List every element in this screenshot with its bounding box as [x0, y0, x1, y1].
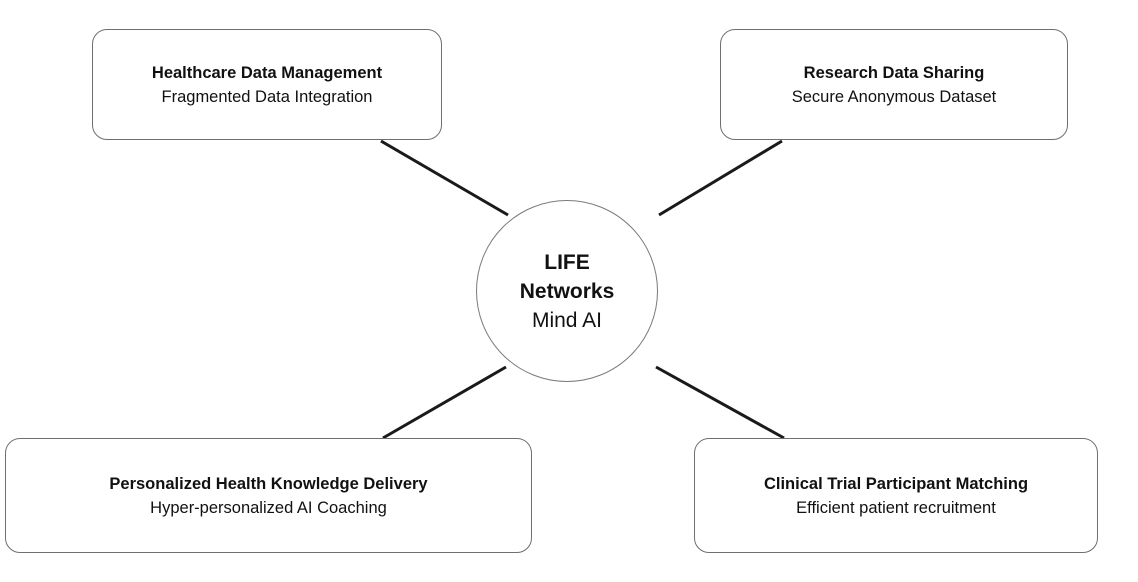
node-title: Personalized Health Knowledge Delivery	[109, 474, 428, 493]
hub-line-1: LIFE	[544, 250, 590, 274]
node-subtitle: Hyper-personalized AI Coaching	[150, 498, 387, 517]
node-subtitle: Fragmented Data Integration	[161, 87, 373, 106]
node-research-data-sharing: Research Data Sharing Secure Anonymous D…	[720, 29, 1068, 140]
node-clinical-trial-participant-matching: Clinical Trial Participant Matching Effi…	[694, 438, 1098, 553]
node-healthcare-data-management: Healthcare Data Management Fragmented Da…	[92, 29, 442, 140]
node-subtitle: Efficient patient recruitment	[796, 498, 996, 517]
hub-line-2: Networks	[519, 279, 615, 303]
node-title: Clinical Trial Participant Matching	[763, 474, 1029, 493]
connector-line-bottom-right	[655, 365, 785, 440]
connector-line-top-right	[658, 139, 783, 217]
hub-line-3: Mind AI	[531, 308, 603, 332]
connector-line-top-left	[380, 139, 509, 217]
connector-line-bottom-left	[382, 365, 507, 440]
node-personalized-health-knowledge-delivery: Personalized Health Knowledge Delivery H…	[5, 438, 532, 553]
node-title: Research Data Sharing	[803, 63, 985, 82]
node-title: Healthcare Data Management	[151, 63, 383, 82]
hub-life-networks: LIFE Networks Mind AI	[476, 200, 658, 382]
node-subtitle: Secure Anonymous Dataset	[791, 87, 997, 106]
